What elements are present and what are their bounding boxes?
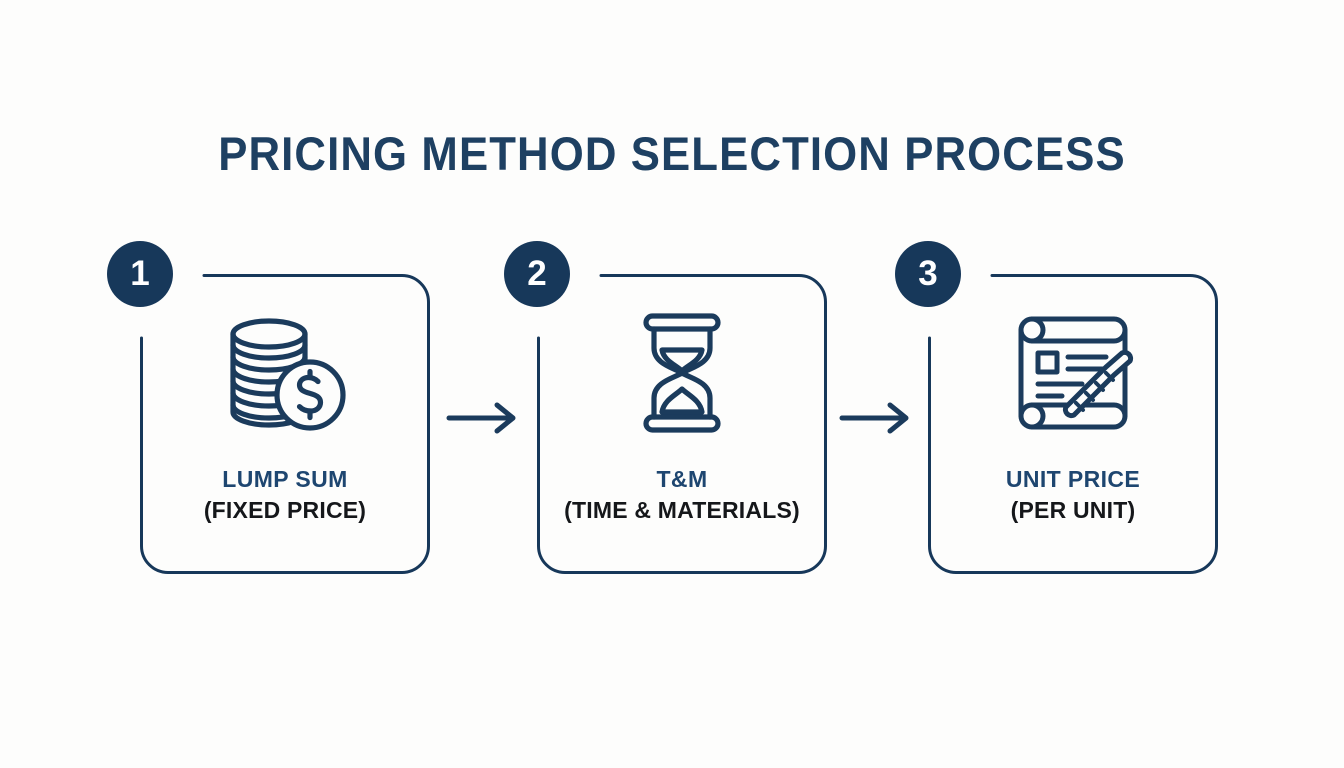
step-card-3[interactable]: 3 bbox=[895, 241, 1218, 574]
step-title-2: T&M bbox=[656, 466, 708, 492]
step-subtitle-3: (PER UNIT) bbox=[1010, 497, 1136, 523]
blueprint-ruler-icon bbox=[928, 308, 1218, 438]
step-subtitle-1: (FIXED PRICE) bbox=[203, 497, 367, 523]
step-title-3: UNIT PRICE bbox=[1005, 466, 1141, 492]
arrow-right-icon-2 bbox=[838, 398, 918, 438]
step-card-1[interactable]: 1 bbox=[107, 241, 430, 574]
page-title: PRICING METHOD SELECTION PROCESS bbox=[218, 127, 1126, 180]
step-number-badge-2: 2 bbox=[504, 241, 570, 307]
step-title-1: LUMP SUM bbox=[222, 466, 348, 492]
card-labels-2: T&M (TIME & MATERIALS) bbox=[537, 464, 827, 526]
step-number-badge-1: 1 bbox=[107, 241, 173, 307]
card-labels-3: UNIT PRICE (PER UNIT) bbox=[928, 464, 1218, 526]
card-labels-1: LUMP SUM (FIXED PRICE) bbox=[140, 464, 430, 526]
coin-stack-dollar-icon bbox=[140, 308, 430, 438]
hourglass-icon bbox=[537, 308, 827, 438]
step-subtitle-2: (TIME & MATERIALS) bbox=[564, 497, 800, 523]
step-card-2[interactable]: 2 bbox=[504, 241, 827, 574]
step-number-badge-3: 3 bbox=[895, 241, 961, 307]
arrow-right-icon-1 bbox=[445, 398, 525, 438]
